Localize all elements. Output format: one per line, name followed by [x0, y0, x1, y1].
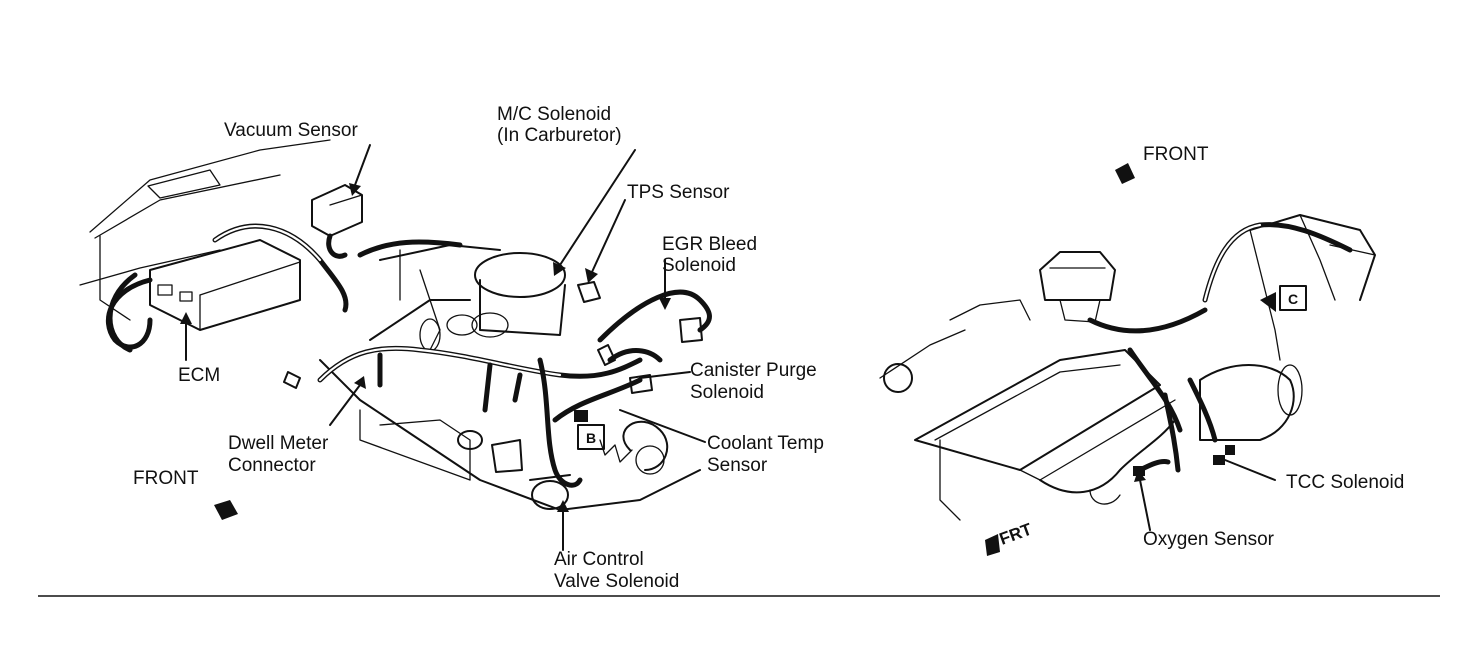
- canister-purge-label-line2: Solenoid: [690, 382, 764, 403]
- vacuum-sensor-label: Vacuum Sensor: [224, 120, 358, 141]
- air-control-label-line2: Valve Solenoid: [554, 571, 680, 592]
- dwell-meter-label-line1: Dwell Meter: [228, 433, 329, 454]
- frt-label: FRT: [997, 519, 1035, 548]
- arrow-icon: [214, 163, 1276, 556]
- canister-purge-label-line1: Canister Purge: [690, 360, 817, 381]
- right-engine-illustration: C: [879, 214, 1376, 521]
- front-label-right: FRONT: [1143, 144, 1209, 165]
- coolant-temp-label-line1: Coolant Temp: [707, 433, 824, 454]
- oxygen-sensor-label: Oxygen Sensor: [1143, 529, 1274, 550]
- mc-solenoid-label-line1: M/C Solenoid: [497, 104, 612, 125]
- ecm-label: ECM: [178, 365, 221, 386]
- right-leader-lines: [1134, 459, 1276, 531]
- egr-bleed-label-line1: EGR Bleed: [662, 234, 758, 255]
- coolant-temp-label-line2: Sensor: [707, 455, 768, 476]
- dwell-meter-label-line2: Connector: [228, 455, 316, 476]
- mc-solenoid-label-line2: (In Carburetor): [497, 125, 622, 146]
- left-leader-lines: [180, 144, 706, 551]
- tps-sensor-label: TPS Sensor: [627, 182, 730, 203]
- front-label-left: FRONT: [133, 468, 199, 489]
- egr-bleed-label-line2: Solenoid: [662, 255, 736, 276]
- air-control-label-line1: Air Control: [554, 549, 644, 570]
- tcc-solenoid-label: TCC Solenoid: [1286, 472, 1405, 493]
- left-engine-illustration: B: [79, 139, 712, 511]
- callout-c: C: [1288, 291, 1298, 307]
- callout-b: B: [586, 430, 596, 446]
